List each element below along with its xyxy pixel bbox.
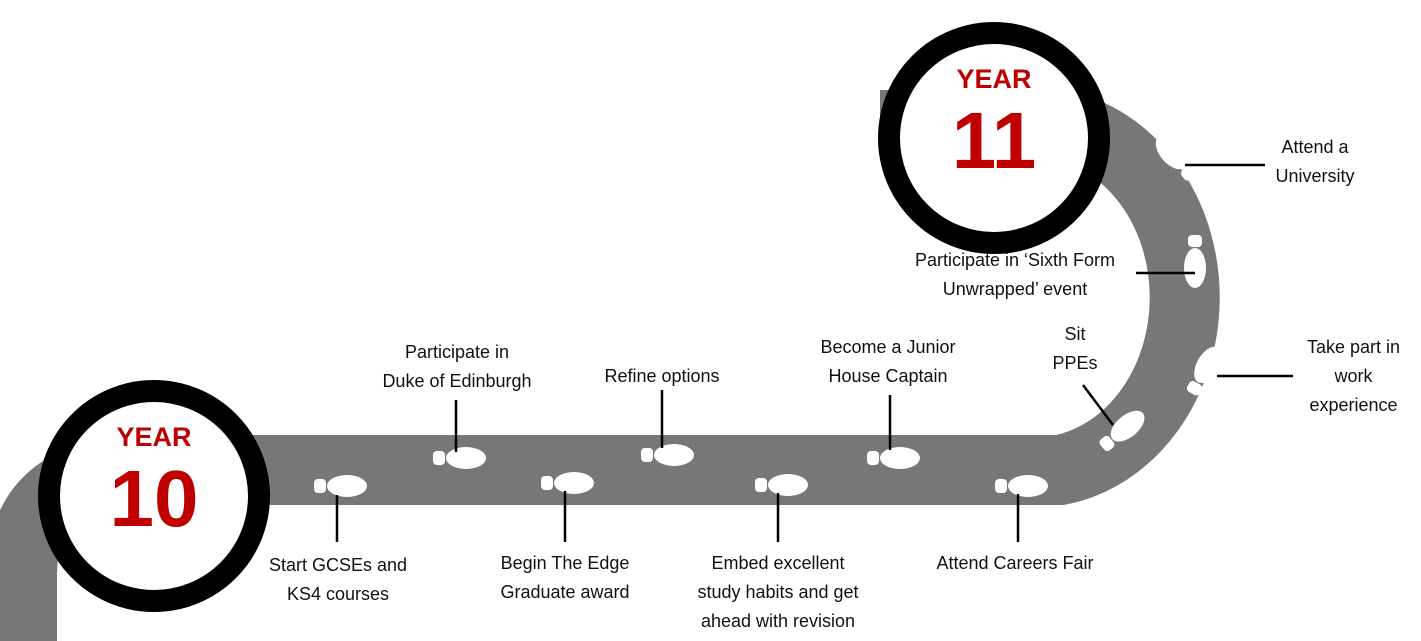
milestone-start-gcses: Start GCSEs and KS4 courses bbox=[268, 555, 408, 604]
leader-lines bbox=[335, 163, 1293, 542]
footprint bbox=[755, 474, 808, 496]
year11-number: 11 bbox=[951, 96, 1037, 185]
footprint bbox=[433, 447, 486, 469]
footprint bbox=[867, 447, 920, 469]
milestone-junior-house-captain: Become a Junior House Captain bbox=[820, 337, 956, 386]
year11-badge: YEAR 11 bbox=[878, 22, 1110, 254]
year11-word: YEAR bbox=[956, 64, 1032, 94]
year10-word: YEAR bbox=[116, 422, 192, 452]
footprint bbox=[1155, 135, 1197, 181]
footprints bbox=[314, 135, 1222, 497]
footprint bbox=[314, 475, 367, 497]
milestone-careers-fair: Attend Careers Fair bbox=[936, 553, 1094, 573]
year10-number: 10 bbox=[109, 454, 199, 543]
footprint bbox=[995, 475, 1048, 497]
footprint bbox=[1099, 410, 1145, 452]
milestone-duke-of-edinburgh: Participate in Duke of Edinburgh bbox=[382, 342, 532, 391]
milestone-edge-award: Begin The Edge Graduate award bbox=[500, 553, 630, 602]
milestone-attend-university: Attend a University bbox=[1275, 137, 1355, 186]
milestone-sixth-form-unwrapped: Participate in ‘Sixth Form Unwrapped’ ev… bbox=[914, 250, 1116, 299]
footprint bbox=[1184, 235, 1206, 288]
milestone-study-habits: Embed excellent study habits and get ahe… bbox=[697, 553, 859, 631]
milestone-work-experience: Take part in work experience bbox=[1306, 337, 1401, 415]
leader-line bbox=[1082, 384, 1114, 426]
milestone-sit-ppes: Sit PPEs bbox=[1052, 324, 1098, 373]
footprint bbox=[641, 444, 694, 466]
year10-badge: YEAR 10 bbox=[38, 380, 270, 612]
footprint bbox=[1186, 346, 1222, 396]
footprint bbox=[541, 472, 594, 494]
milestone-refine-options: Refine options bbox=[604, 366, 720, 386]
